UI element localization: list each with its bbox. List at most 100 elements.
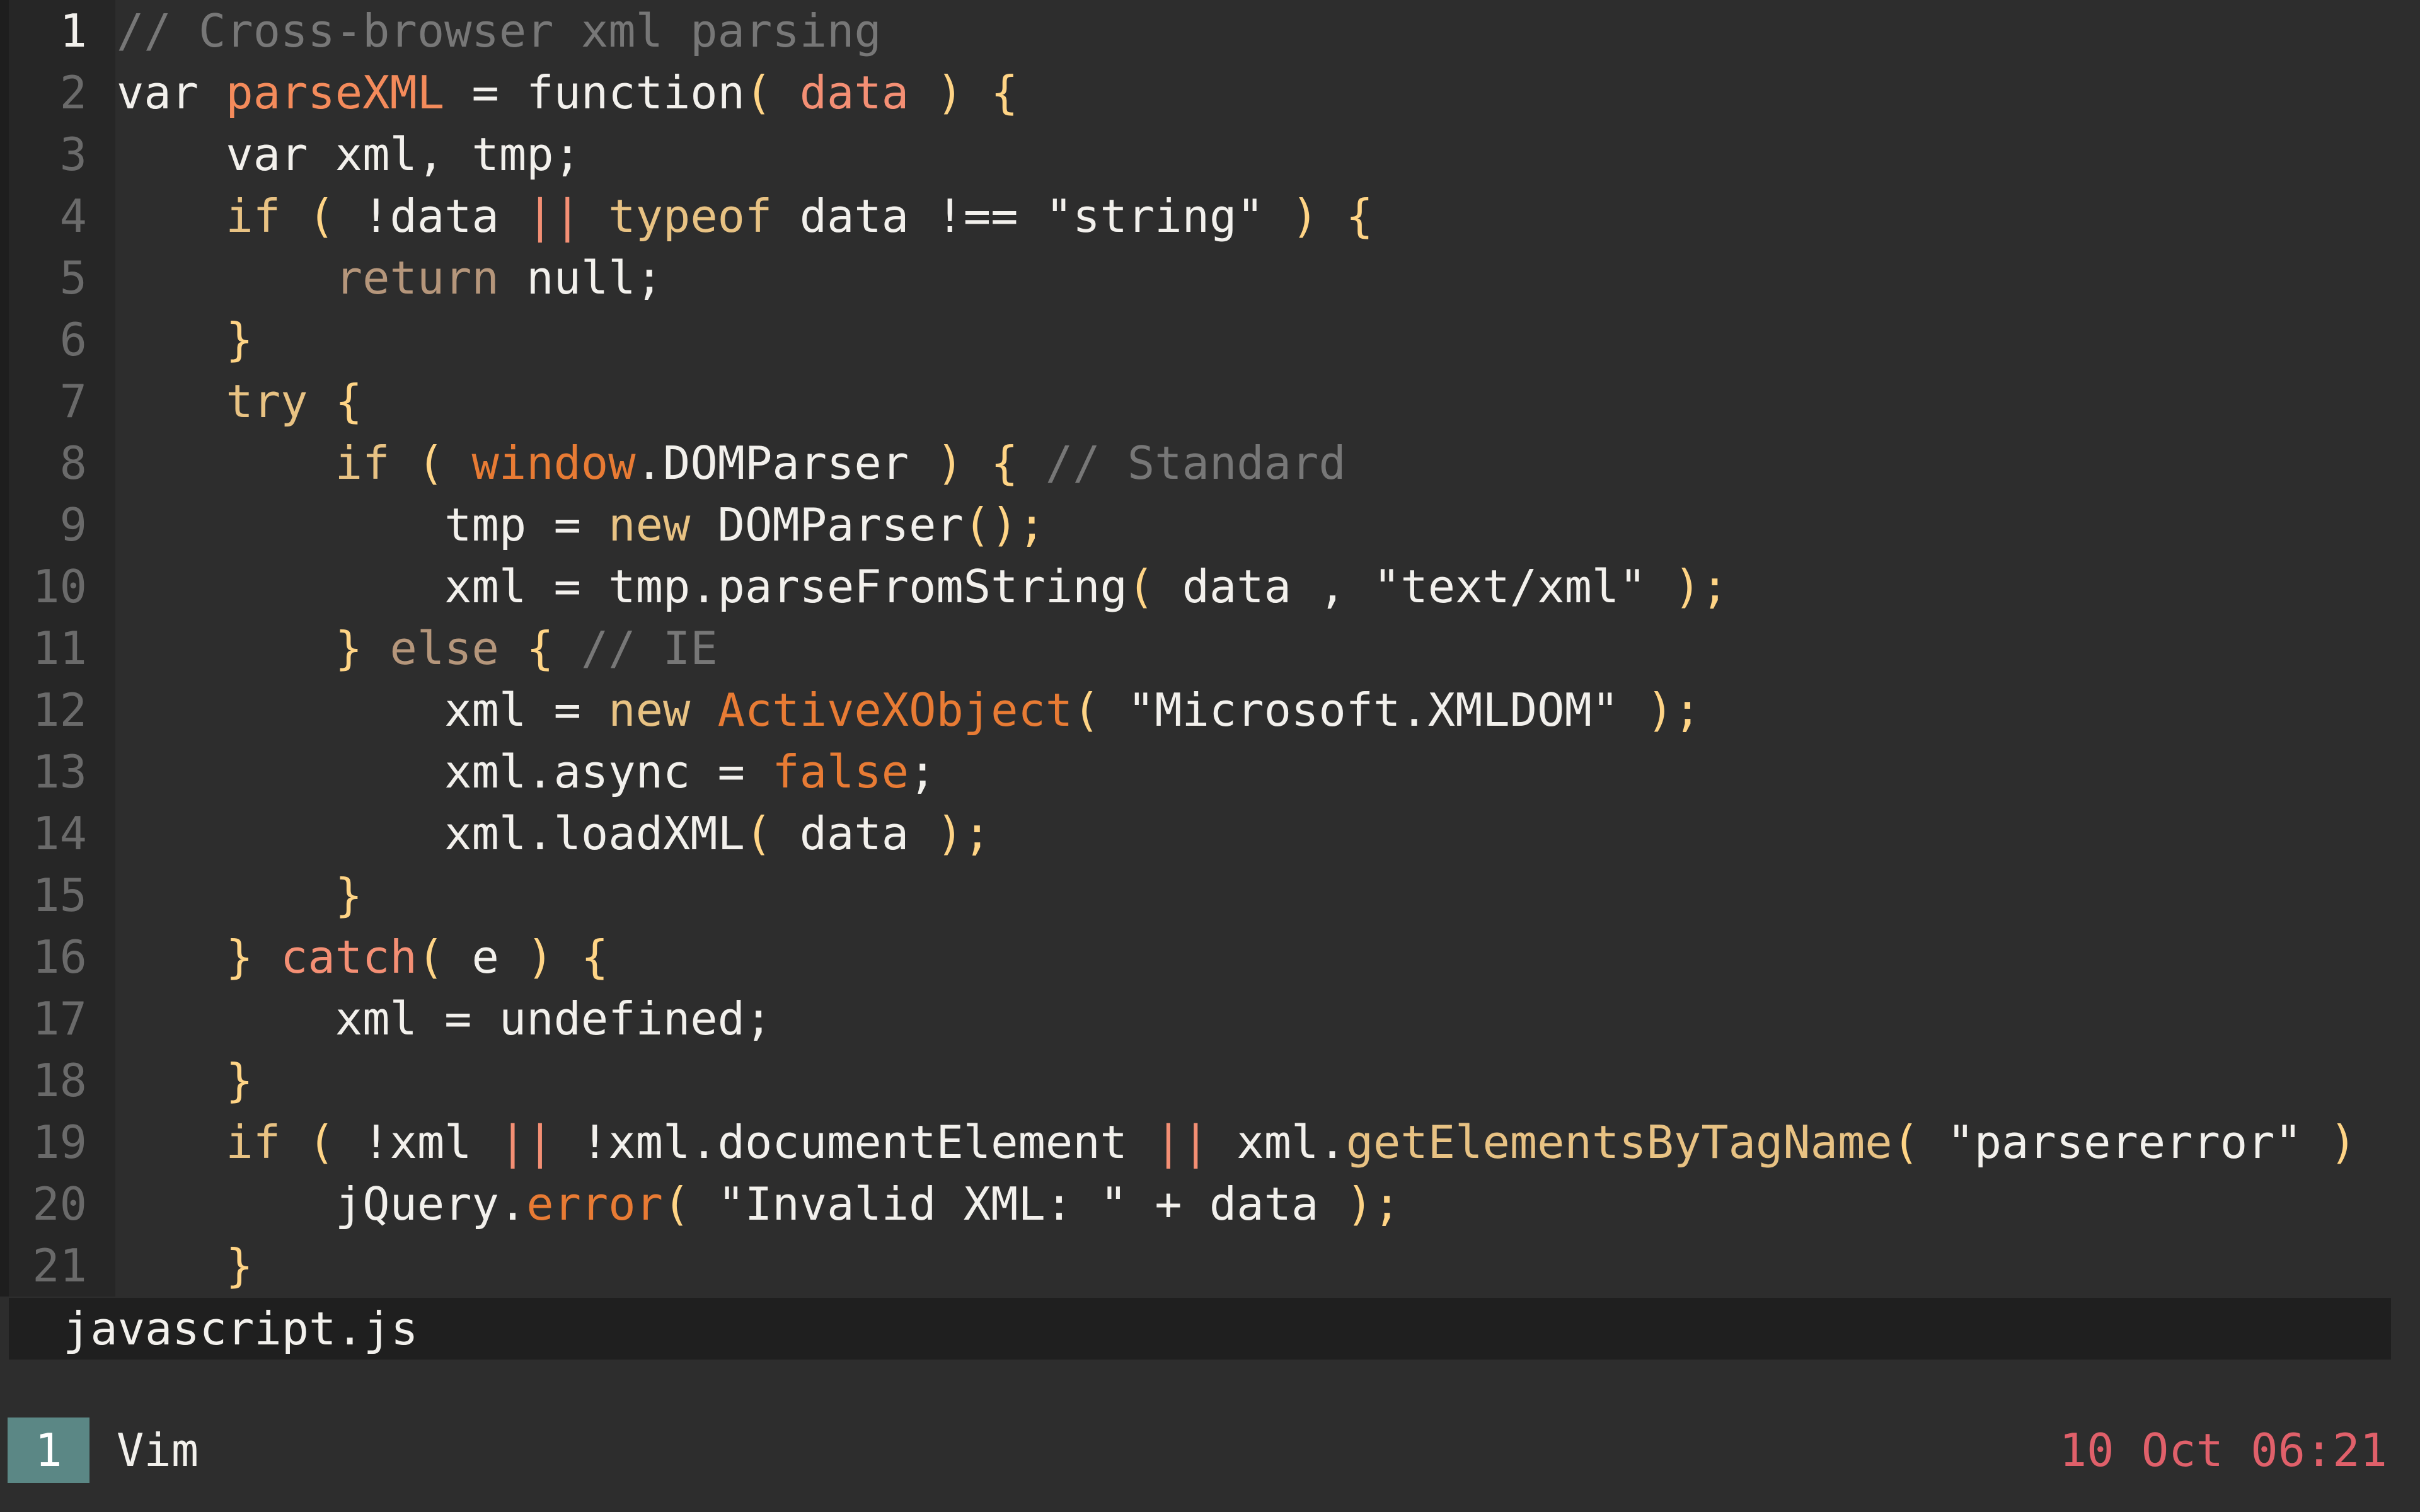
code-line[interactable]: 7 try { (0, 370, 2420, 432)
code-line[interactable]: 1// Cross-browser xml parsing (0, 0, 2420, 62)
code-token: try (117, 375, 308, 428)
code-token: } (117, 622, 363, 675)
code-token: getElementsByTagName (1345, 1116, 1893, 1169)
code-token: ActiveXObject (690, 684, 1073, 736)
line-number: 15 (0, 864, 115, 926)
code-text: } (117, 864, 362, 926)
code-line[interactable]: 16 } catch( e ) { (0, 926, 2420, 988)
code-token: data (799, 66, 909, 119)
line-number: 3 (0, 123, 115, 185)
code-line[interactable]: 3 var xml, tmp; (0, 123, 2420, 185)
code-token: || (1155, 1116, 1209, 1169)
code-token: new (608, 498, 691, 551)
tmux-window-name[interactable]: Vim (117, 1424, 199, 1477)
code-text: jQuery.error( "Invalid XML: " + data ); (117, 1173, 1401, 1235)
code-line[interactable]: 20 jQuery.error( "Invalid XML: " + data … (0, 1173, 2420, 1235)
code-text: if ( window.DOMParser ) { // Standard (117, 432, 1346, 494)
code-line[interactable]: 11 } else { // IE (0, 617, 2420, 679)
code-text: // Cross-browser xml parsing (117, 0, 882, 62)
code-token: !data (362, 190, 527, 243)
code-token: "Microsoft.XMLDOM" (1127, 684, 1620, 736)
code-line[interactable]: 12 xml = new ActiveXObject( "Microsoft.X… (0, 679, 2420, 741)
code-token: ; (909, 745, 936, 798)
code-token: ( (280, 1116, 363, 1169)
code-line[interactable]: 9 tmp = new DOMParser(); (0, 494, 2420, 556)
code-text: } else { // IE (117, 617, 718, 679)
code-line[interactable]: 8 if ( window.DOMParser ) { // Standard (0, 432, 2420, 494)
code-line[interactable]: 10 xml = tmp.parseFromString( data , "te… (0, 556, 2420, 617)
code-line[interactable]: 14 xml.loadXML( data ); (0, 803, 2420, 864)
tmux-window-index[interactable]: 1 (8, 1418, 89, 1483)
code-text: try { (117, 370, 362, 432)
code-line[interactable]: 19 if ( !xml || !xml.documentElement || … (0, 1111, 2420, 1173)
code-token: error (526, 1177, 663, 1230)
code-token: // Cross-browser xml parsing (117, 4, 882, 57)
code-text: var parseXML = function( data ) { (117, 62, 1018, 123)
code-text: } (117, 1235, 253, 1297)
code-token: { (308, 375, 363, 428)
code-token: .DOMParser (635, 437, 909, 490)
code-token: parseXML (226, 66, 445, 119)
code-text: if ( !data || typeof data !== "string" )… (117, 185, 1373, 247)
code-token: = function (444, 66, 745, 119)
filename-label: javascript.js (63, 1302, 418, 1355)
code-text: if ( !xml || !xml.documentElement || xml… (117, 1111, 2357, 1173)
code-text: xml.async = false; (117, 741, 936, 803)
code-token: new (608, 684, 691, 736)
line-number: 8 (0, 432, 115, 494)
code-line[interactable]: 6 } (0, 309, 2420, 370)
code-token: // Standard (1045, 437, 1346, 490)
code-token: xml = undefined; (117, 992, 773, 1045)
line-number: 12 (0, 679, 115, 741)
code-token: "Invalid XML: " + data (717, 1177, 1319, 1230)
code-token: } (117, 1054, 253, 1107)
code-token: return (117, 251, 499, 304)
code-token: } (117, 1239, 253, 1292)
code-text: return null; (117, 247, 663, 309)
code-token: else (362, 622, 499, 675)
code-token: { (498, 622, 581, 675)
code-token: ) { (1264, 190, 1374, 243)
code-token: null; (498, 251, 663, 304)
line-number: 7 (0, 370, 115, 432)
code-token: if (117, 437, 390, 490)
code-line[interactable]: 21 } (0, 1235, 2420, 1297)
line-number: 14 (0, 803, 115, 864)
code-token: catch (253, 931, 417, 983)
code-line[interactable]: 17 xml = undefined; (0, 988, 2420, 1050)
code-line[interactable]: 5 return null; (0, 247, 2420, 309)
code-token: if (117, 190, 281, 243)
code-token: || (526, 190, 581, 243)
code-line[interactable]: 18 } (0, 1050, 2420, 1111)
code-token: data , "text/xml" (1182, 560, 1647, 613)
line-number: 5 (0, 247, 115, 309)
code-line[interactable]: 15 } (0, 864, 2420, 926)
line-number: 6 (0, 309, 115, 370)
line-number: 16 (0, 926, 115, 988)
line-number: 18 (0, 1050, 115, 1111)
code-text: xml = undefined; (117, 988, 773, 1050)
code-token: // IE (580, 622, 718, 675)
code-token: ) { (909, 437, 1046, 490)
code-line[interactable]: 4 if ( !data || typeof data !== "string"… (0, 185, 2420, 247)
line-number: 21 (0, 1235, 115, 1297)
code-token: ); (1318, 1177, 1401, 1230)
code-token: "parsererror" (1947, 1116, 2302, 1169)
code-token: window (471, 437, 636, 490)
line-number: 9 (0, 494, 115, 556)
code-token: ); (1646, 560, 1729, 613)
code-token: data (799, 807, 909, 860)
code-token: ) (2302, 1116, 2357, 1169)
code-text: tmp = new DOMParser(); (117, 494, 1046, 556)
code-line[interactable]: 13 xml.async = false; (0, 741, 2420, 803)
line-number: 17 (0, 988, 115, 1050)
code-text: } (117, 1050, 253, 1111)
code-token: DOMParser (690, 498, 964, 551)
line-number: 2 (0, 62, 115, 123)
code-token: ); (909, 807, 991, 860)
line-number: 13 (0, 741, 115, 803)
code-text: } (117, 309, 253, 370)
